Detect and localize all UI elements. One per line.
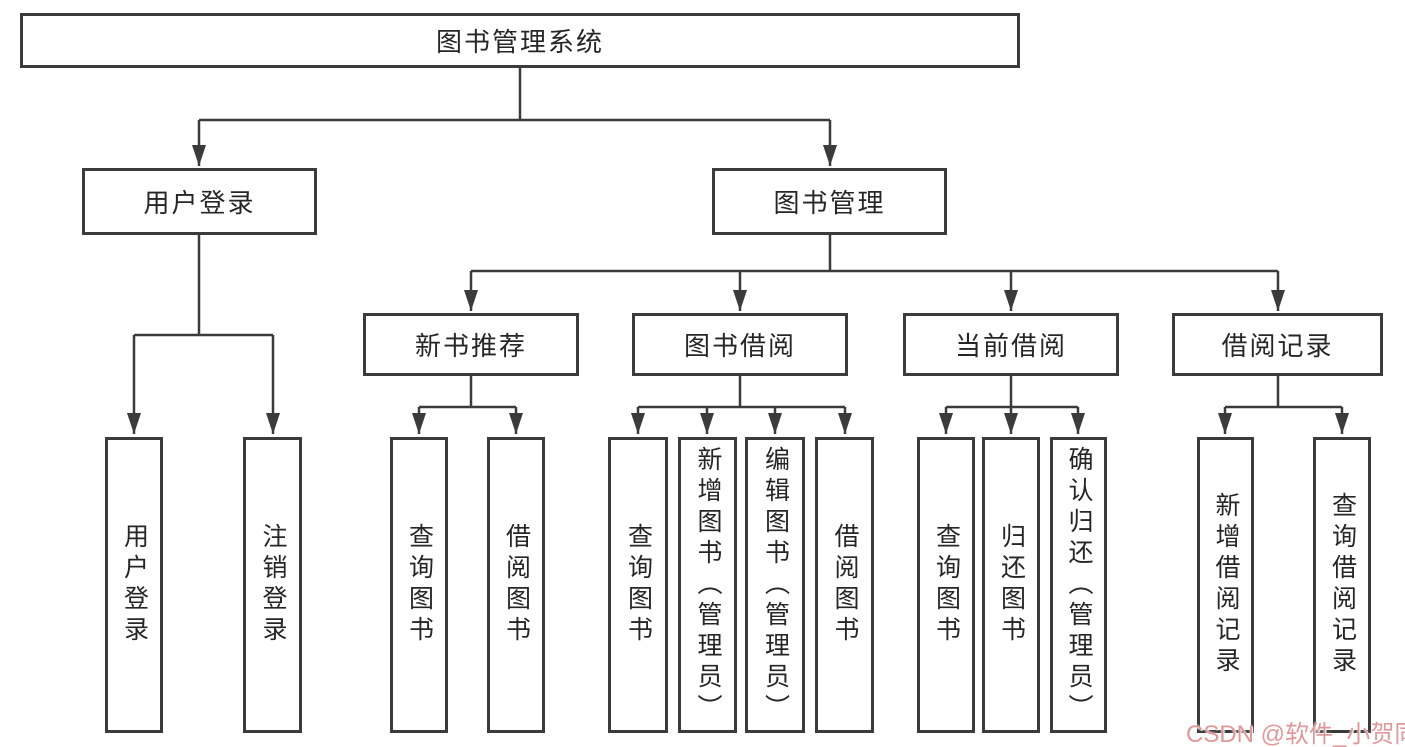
node-new-book-recommend-label: 新书推荐 bbox=[414, 331, 527, 361]
leaf-current-query-books: 查询图书 bbox=[917, 437, 975, 733]
leaf-add-borrow-record: 新增借阅记录 bbox=[1197, 437, 1254, 733]
leaf-query-borrow-record: 查询借阅记录 bbox=[1313, 437, 1371, 733]
leaf-add-borrow-record-label: 新增借阅记录 bbox=[1212, 492, 1240, 678]
leaf-edit-books-admin: 编辑图书（管理员） bbox=[745, 437, 805, 733]
node-current-borrowing: 当前借阅 bbox=[903, 313, 1119, 376]
leaf-return-books-label: 归还图书 bbox=[997, 523, 1026, 647]
leaf-borrowing-borrow-books: 借阅图书 bbox=[815, 437, 874, 733]
leaf-add-books-admin-label: 新增图书（管理员） bbox=[694, 445, 722, 725]
node-book-borrowing: 图书借阅 bbox=[632, 313, 848, 376]
node-new-book-recommend: 新书推荐 bbox=[363, 313, 579, 376]
leaf-user-login: 用户登录 bbox=[105, 437, 163, 733]
leaf-recommend-query-books-label: 查询图书 bbox=[405, 523, 434, 647]
node-user-login-label: 用户登录 bbox=[143, 188, 256, 218]
leaf-add-books-admin: 新增图书（管理员） bbox=[678, 437, 737, 733]
node-borrow-records: 借阅记录 bbox=[1172, 313, 1383, 376]
leaf-confirm-return-admin-label: 确认归还（管理员） bbox=[1065, 445, 1093, 725]
watermark: CSDN @软件_小贺同学 bbox=[1186, 721, 1405, 747]
leaf-borrowing-query-books: 查询图书 bbox=[608, 437, 668, 733]
leaf-confirm-return-admin: 确认归还（管理员） bbox=[1050, 437, 1107, 733]
leaf-recommend-borrow-books-label: 借阅图书 bbox=[502, 523, 531, 647]
node-book-borrowing-label: 图书借阅 bbox=[683, 331, 796, 361]
node-book-management-label: 图书管理 bbox=[773, 188, 886, 218]
node-book-management: 图书管理 bbox=[712, 168, 947, 235]
leaf-recommend-borrow-books: 借阅图书 bbox=[487, 437, 545, 733]
leaf-user-login-label: 用户登录 bbox=[120, 523, 149, 647]
leaf-logout: 注销登录 bbox=[243, 437, 302, 733]
node-current-borrowing-label: 当前借阅 bbox=[954, 331, 1067, 361]
leaf-current-query-books-label: 查询图书 bbox=[932, 523, 961, 647]
leaf-return-books: 归还图书 bbox=[982, 437, 1040, 733]
leaf-query-borrow-record-label: 查询借阅记录 bbox=[1328, 492, 1357, 678]
leaf-borrowing-borrow-books-label: 借阅图书 bbox=[831, 523, 859, 647]
node-library-system-label: 图书管理系统 bbox=[435, 27, 604, 57]
leaf-logout-label: 注销登录 bbox=[259, 523, 287, 647]
node-borrow-records-label: 借阅记录 bbox=[1221, 331, 1334, 361]
leaf-edit-books-admin-label: 编辑图书（管理员） bbox=[761, 445, 790, 725]
node-user-login: 用户登录 bbox=[82, 168, 317, 235]
leaf-borrowing-query-books-label: 查询图书 bbox=[624, 523, 653, 647]
node-library-system: 图书管理系统 bbox=[20, 13, 1020, 68]
leaf-recommend-query-books: 查询图书 bbox=[390, 437, 448, 733]
